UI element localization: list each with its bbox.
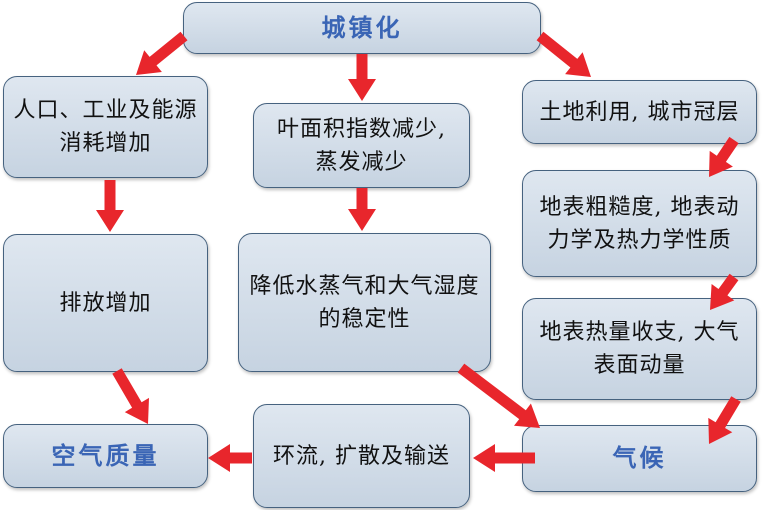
population-energy-label-line-2: 消耗增加 — [59, 131, 152, 156]
node-surface-roughness: 地表粗糙度, 地表动 力学及热力学性质 — [522, 170, 757, 277]
node-emissions: 排放增加 — [3, 234, 208, 372]
node-urbanization: 城镇化 — [183, 2, 541, 54]
arrow-leaf-area-to-humidity-stability — [348, 188, 376, 231]
arrow-urbanization-to-leaf-area — [348, 54, 376, 101]
leaf-area-label-line-1: 叶面积指数减少, — [277, 116, 446, 142]
land-use-label: 土地利用, 城市冠层 — [539, 99, 740, 125]
arrow-urbanization-to-land-use — [536, 31, 591, 77]
circulation-label: 环流, 扩散及输送 — [273, 443, 450, 469]
node-humidity-stability: 降低水蒸气和大气湿度 的稳定性 — [238, 233, 491, 372]
node-air-quality: 空气质量 — [3, 424, 208, 488]
node-land-use: 土地利用, 城市冠层 — [522, 80, 757, 144]
climate-label: 气候 — [612, 444, 667, 472]
surface-roughness-label-line-1: 地表粗糙度, 地表动 — [539, 194, 740, 220]
node-climate: 气候 — [522, 425, 757, 492]
arrow-emissions-to-air-quality — [112, 368, 149, 424]
humidity-stability-label-line-2: 的稳定性 — [318, 306, 411, 332]
surface-roughness-label-line-2: 力学及热力学性质 — [547, 227, 732, 253]
arrow-circulation-to-air-quality — [208, 444, 252, 472]
arrow-population-energy-to-emissions — [96, 180, 124, 232]
heat-budget-label-line-2: 表面动量 — [593, 353, 686, 378]
node-circulation: 环流, 扩散及输送 — [253, 404, 470, 508]
emissions-label: 排放增加 — [59, 290, 152, 316]
humidity-stability-label-line-1: 降低水蒸气和大气湿度 — [249, 273, 480, 299]
node-leaf-area: 叶面积指数减少, 蒸发减少 — [253, 103, 470, 188]
air-quality-label: 空气质量 — [51, 441, 160, 470]
leaf-area-label-line-2: 蒸发减少 — [315, 149, 408, 175]
heat-budget-label-line-1: 地表热量收支, 大气 — [539, 320, 740, 345]
node-population-energy: 人口、工业及能源 消耗增加 — [3, 76, 208, 178]
node-heat-budget: 地表热量收支, 大气 表面动量 — [522, 298, 757, 400]
urbanization-label: 城镇化 — [321, 13, 403, 42]
population-energy-label-line-1: 人口、工业及能源 — [13, 98, 198, 123]
arrow-urbanization-to-population-energy — [136, 31, 188, 75]
